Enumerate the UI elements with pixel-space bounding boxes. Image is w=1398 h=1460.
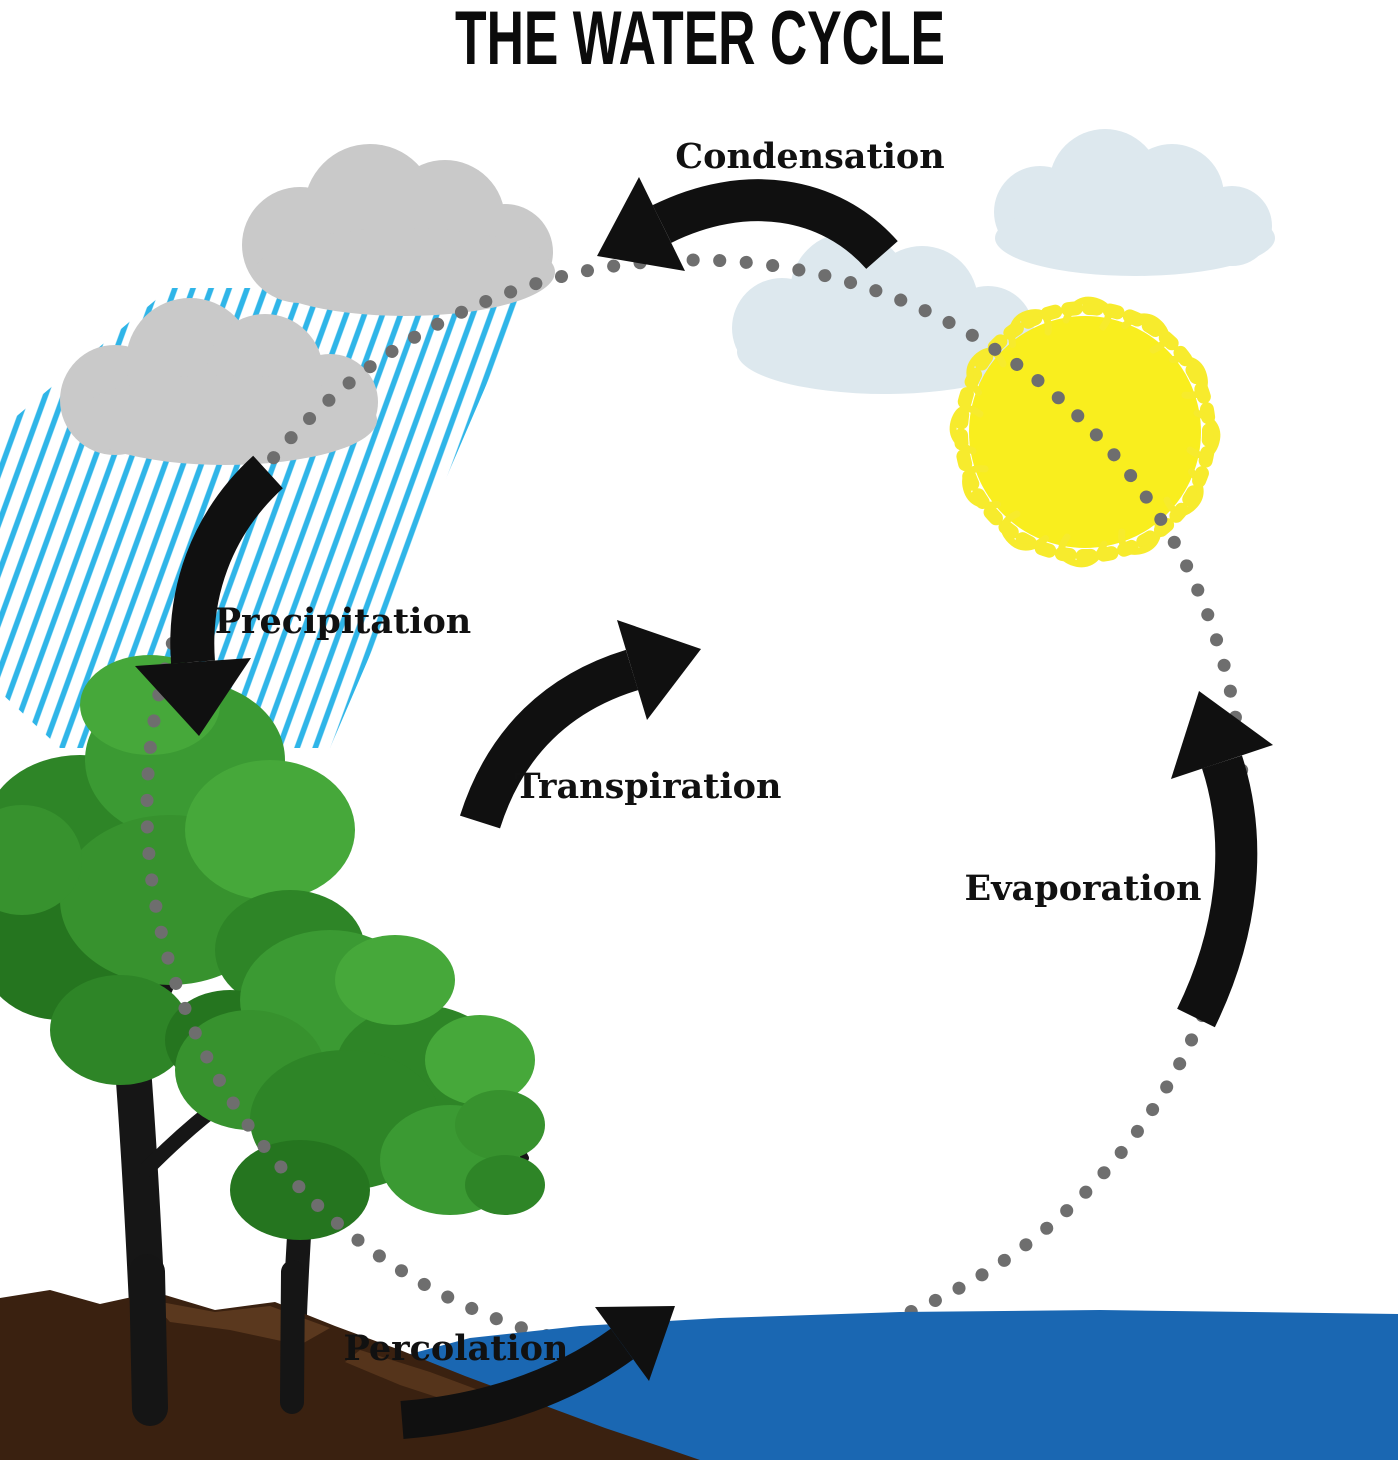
leaf-cluster [50,975,190,1085]
soil-shape [0,1290,700,1460]
evaporation-arrowhead [1171,691,1273,779]
page-title: THE WATER CYCLE [455,0,945,81]
fair-cloud-upper [994,129,1275,276]
leaf-cluster [455,1090,545,1160]
leaf-cluster [0,805,82,915]
trunk-base-large [129,1254,168,1426]
cycle-arrows [135,177,1273,1439]
leaf-cluster [185,760,355,900]
sun-body [969,316,1201,548]
evaporation-arrow [1171,691,1273,1028]
percolation-label: Percolation [344,1328,569,1369]
condensation-label: Condensation [675,136,944,177]
precipitation-arrowhead [135,658,251,736]
leaf-cluster [465,1155,545,1215]
transpiration-label: Transpiration [515,766,782,807]
rain-cloud-group [60,144,555,465]
precipitation-arrow [135,455,284,736]
fair-cloud-group [732,129,1275,394]
evaporation-label: Evaporation [965,868,1202,909]
percolation-arrowhead [595,1306,675,1381]
tree-trunk-bases [129,1254,305,1426]
sun-icon [953,300,1217,564]
condensation-arrow [597,177,898,271]
percolation-arrow [400,1306,675,1439]
precipitation-label: Precipitation [215,601,472,642]
transpiration-arrowhead [617,620,701,720]
rain-cloud-upper [242,144,555,316]
trunk-base-small [280,1260,305,1414]
fair-cloud-lower [732,232,1034,394]
leaf-cluster [335,935,455,1025]
transpiration-arrow [459,620,701,829]
trees [0,655,545,1430]
sun-fringe [954,301,1216,563]
condensation-arrowhead [597,177,685,271]
rain-cloud-lower [60,298,378,465]
leaf-cluster [425,1015,535,1105]
